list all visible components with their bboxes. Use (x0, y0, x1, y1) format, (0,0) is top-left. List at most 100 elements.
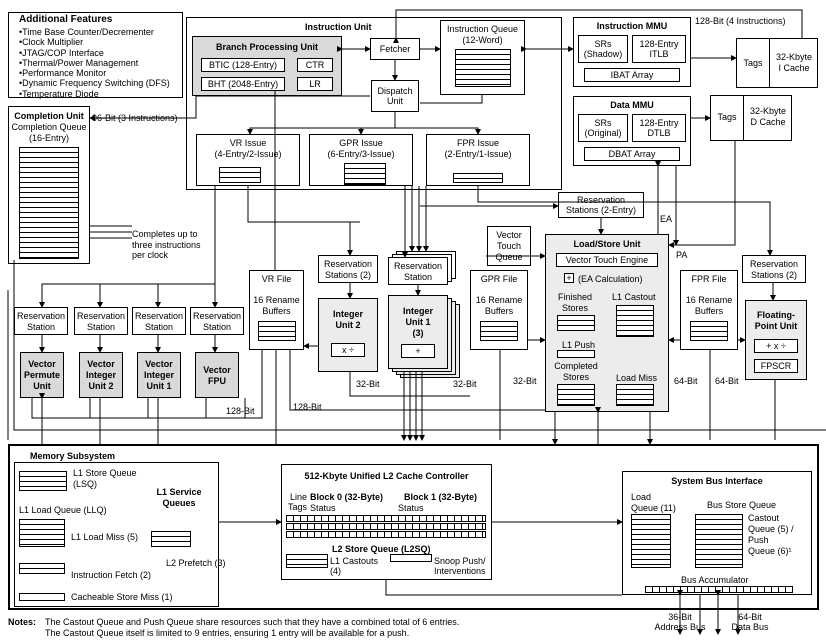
l1-push-label: L1 Push (562, 340, 596, 350)
gpr-file: GPR File 16 Rename Buffers (470, 270, 528, 350)
data-bus-label: Data Bus (731, 622, 769, 632)
gpr-issue-label: GPR Issue (339, 138, 383, 148)
dtlb-sub: DTLB (647, 128, 671, 138)
bus-accumulator-register (645, 586, 793, 593)
immu-srs: SRs (Shadow) (578, 35, 628, 63)
iq-register (455, 49, 511, 87)
vector-touch-queue: Vector Touch Queue (487, 226, 531, 266)
l2-prefetch-register (151, 531, 191, 547)
d-cache-tags-label: Tags (717, 112, 737, 122)
dmmu-title: Data MMU (610, 100, 654, 110)
feature-item: Dynamic Frequency Switching (DFS) (19, 78, 170, 88)
sbi-bsq-register (695, 514, 743, 568)
viu2-l2: Integer (85, 370, 116, 380)
vr-file: VR File 16 Rename Buffers (249, 270, 304, 350)
floating-point-unit: Floating- Point Unit + x ÷ FPSCR (745, 300, 807, 380)
integer-rs-count: Stations (2) (324, 270, 372, 280)
vr-issue: VR Issue (4-Entry/2-Issue) (196, 134, 300, 186)
sbi-castq-label: Castout (748, 513, 780, 523)
l2-store-queue-label: L2 Store Queue (L2SQ) (332, 544, 431, 554)
viu1-l2: Integer (143, 370, 174, 380)
cstore-register (19, 593, 65, 601)
ibat-label: IBAT Array (610, 70, 654, 80)
dtlb: 128-Entry DTLB (632, 114, 686, 142)
fpu-l2: Point Unit (754, 321, 798, 331)
load-miss-label: Load Miss (616, 373, 658, 383)
feature-item: Clock Multiplier (19, 37, 170, 47)
fetcher-label: Fetcher (379, 44, 411, 54)
feature-item: Thermal/Power Management (19, 58, 170, 68)
additional-features-list: Time Base Counter/DecrementerClock Multi… (19, 27, 170, 99)
fpu-rs-label: Reservation (749, 259, 799, 269)
l1-castout-register (616, 305, 654, 337)
ifetch-label: Instruction Fetch (2) (71, 570, 152, 580)
completion-unit-title: Completion Unit (14, 111, 84, 121)
instruction-queue: Instruction Queue (12-Word) (440, 20, 525, 95)
llq-label: L1 Load Queue (LLQ) (19, 505, 107, 515)
dmmu-srs-sub: (Original) (584, 128, 622, 138)
vrs3-label: Reservation (134, 311, 184, 321)
i-cache-tags-label: Tags (743, 58, 763, 68)
notes-label: Notes: (8, 617, 37, 627)
iq-label: Instruction Queue (446, 24, 519, 34)
ifetch-register (19, 563, 65, 574)
fpr-file-sub2: Buffers (694, 306, 724, 316)
fpr-file: FPR File 16 Rename Buffers (680, 270, 738, 350)
immu-srs-sub: (Shadow) (583, 49, 623, 59)
l1-service-queues: L1 Store Queue (LSQ) L1 Service Queues L… (14, 462, 226, 607)
bus-label-ea: EA (660, 214, 673, 224)
fpscr-register: FPSCR (754, 359, 798, 373)
l2-tag-row3 (286, 531, 486, 538)
d-cache-label: D Cache (750, 117, 786, 127)
ea-adder-icon: + (566, 273, 572, 283)
fpr-file-title: FPR File (691, 274, 727, 284)
address-bus-width: 36-Bit (668, 612, 692, 622)
fpu-op: + x ÷ (754, 339, 798, 353)
bus-label-32b: 32-Bit (453, 379, 477, 389)
vrs1-label: Reservation (16, 311, 66, 321)
btic: BTIC (128-Entry) (201, 58, 285, 72)
vector-touch-engine: Vector Touch Engine (556, 253, 658, 267)
vrs1-label2: Station (26, 322, 56, 332)
dtlb-label: 128-Entry (639, 118, 679, 128)
vrs3-label2: Station (144, 322, 174, 332)
bus-label-64a: 64-Bit (674, 376, 698, 386)
int1-rs-label2: Station (403, 272, 433, 282)
bus-label-32c: 32-Bit (513, 376, 537, 386)
data-bus-width: 64-Bit (738, 612, 762, 622)
fpr-issue-sub: (2-Entry/1-Issue) (444, 149, 512, 159)
vr-issue-sub: (4-Entry/2-Issue) (214, 149, 282, 159)
fpu-op-label: + x ÷ (766, 341, 786, 351)
lr-label: LR (309, 79, 321, 89)
dmmu-srs: SRs (Original) (578, 114, 628, 142)
vtq-l2: Touch (496, 241, 522, 251)
l2-tags-label: Tags (288, 502, 308, 512)
memory-subsystem-title: Memory Subsystem (30, 451, 116, 461)
bus-label-64b: 64-Bit (715, 376, 739, 386)
ls-rs-label2: Stations (2-Entry) (565, 205, 637, 215)
vr-issue-register (219, 167, 261, 183)
completed-stores-register (557, 384, 595, 406)
load-miss-register (616, 384, 654, 406)
gpr-file-sub2: Buffers (484, 306, 514, 316)
completion-queue-entries: (16-Entry) (28, 133, 69, 143)
fpscr-label: FPSCR (760, 361, 792, 371)
sbi-acc-label: Bus Accumulator (681, 575, 749, 585)
i-cache-size: 32-Kbyte (775, 52, 813, 62)
gpr-issue: GPR Issue (6-Entry/3-Issue) (309, 134, 413, 186)
l2-tag-row2 (286, 523, 486, 530)
dbat-label: DBAT Array (608, 149, 656, 159)
finished-stores-label: Finished (557, 292, 593, 302)
completion-queue-label: Completion Queue (11, 122, 87, 132)
feature-item: Time Base Counter/Decrementer (19, 27, 170, 37)
dispatch-label: Dispatch Unit (377, 86, 413, 106)
ea-calc-label: (EA Calculation) (578, 274, 643, 284)
completed-stores-label2: Stores (562, 372, 589, 382)
completion-unit: Completion Unit Completion Queue (16-Ent… (8, 106, 90, 264)
snoop-interventions-label: Interventions (434, 566, 486, 576)
ls-reservation-stations: Reservation Stations (2-Entry) (558, 192, 644, 218)
snoop-push-register (390, 554, 432, 562)
i-cache-label: I Cache (778, 63, 810, 73)
